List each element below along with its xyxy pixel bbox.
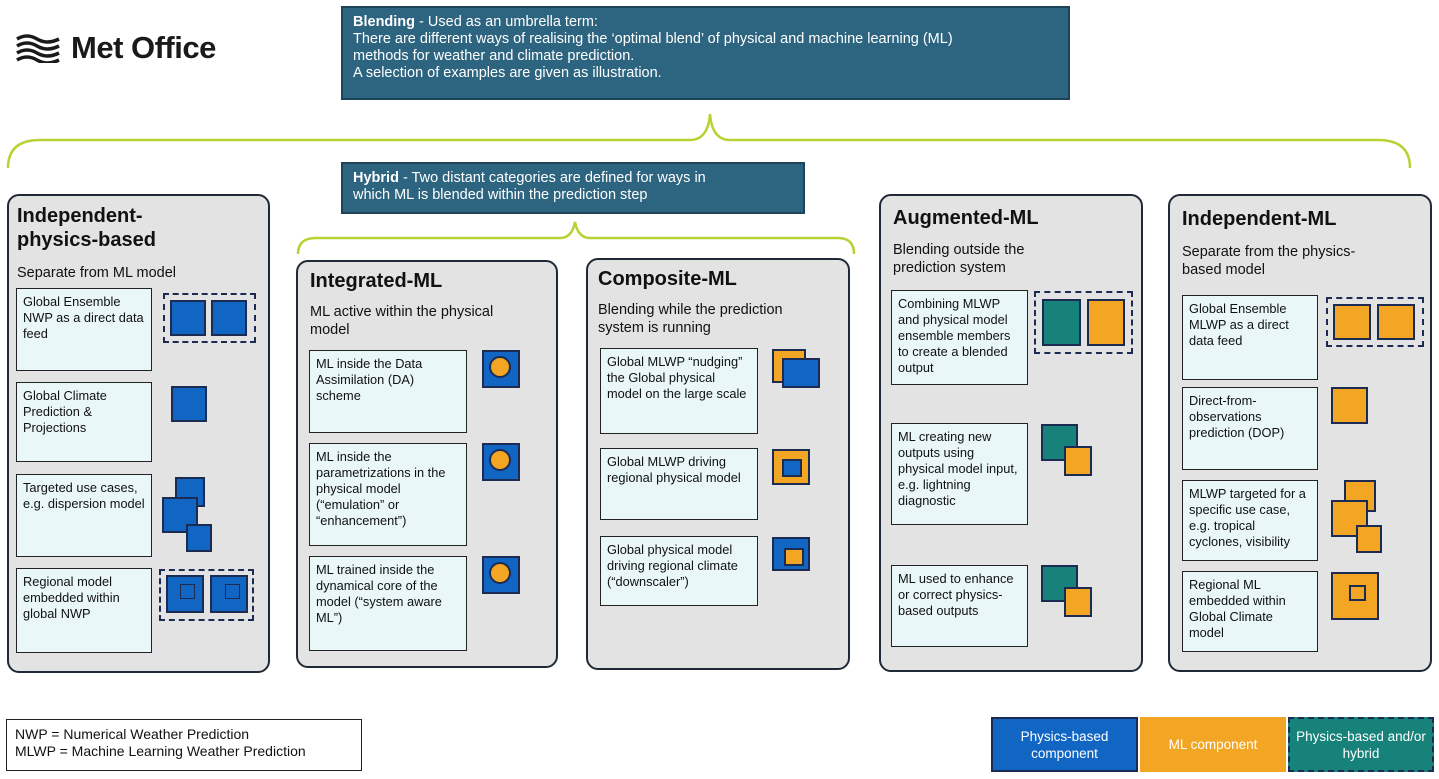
panel-augmented-title: Augmented-ML [893,207,1039,229]
ml-square-icon [1064,446,1092,476]
panel-composite-title: Composite-ML [598,268,737,290]
ensemble-group-icon [1326,297,1424,347]
inner-square-icon [1349,585,1366,601]
hybrid-term: Hybrid [353,170,399,186]
panel-integrated-title: Integrated-ML [310,270,443,292]
card-ml-new-outputs: ML creating new outputs using physical m… [891,423,1028,525]
abbr-nwp: NWP = Numerical Weather Prediction [15,726,250,742]
card-regional-ml: Regional ML embedded within Global Clima… [1182,571,1318,652]
panel-composite-subtitle: Blending while the prediction system is … [598,301,783,337]
physics-square-icon [186,524,212,552]
physics-square-icon [211,300,247,336]
ml-square-icon [1331,500,1368,537]
title-line2: physics-based [17,229,156,251]
ml-square-icon [1087,299,1125,346]
physics-square-icon [210,575,248,613]
hybrid-banner: Hybrid - Two distant categories are defi… [341,162,805,214]
legend-physics-label: Physics-based component [1020,728,1109,761]
inner-square-icon [225,584,240,599]
panel-independent-physics-subtitle: Separate from ML model [17,265,177,281]
physics-square-icon [170,300,206,336]
card-combining-mlwp: Combining MLWP and physical model ensemb… [891,290,1028,385]
regional-group-icon [159,569,254,621]
blending-line2: There are different ways of realising th… [353,31,953,47]
physics-square-icon [166,575,204,613]
hybrid-line2: which ML is blended within the predictio… [353,187,648,203]
ml-square-icon [1331,387,1368,424]
card-global-ensemble-nwp: Global Ensemble NWP as a direct data fee… [16,288,152,371]
legend-hybrid-label: Physics-based and/or hybrid [1296,728,1426,761]
panel-augmented-subtitle: Blending outside the prediction system [893,241,1024,277]
ml-square-icon [1331,572,1379,620]
inner-square-icon [180,584,195,599]
legend-physics: Physics-based component [991,717,1138,772]
card-mlwp-targeted: MLWP targeted for a specific use case, e… [1182,480,1318,561]
subtitle-line1: Separate from the physics- [1182,244,1356,260]
card-ml-inside-da: ML inside the Data Assimilation (DA) sch… [309,350,467,433]
subtitle-line1: ML active within the physical [310,304,494,320]
card-ml-parametrizations: ML inside the parametrizations in the ph… [309,443,467,546]
logo-text: Met Office [71,30,216,65]
title-line1: Independent- [17,205,143,227]
hybrid-line1: - Two distant categories are defined for… [398,170,706,186]
card-global-ensemble-mlwp: Global Ensemble MLWP as a direct data fe… [1182,295,1318,380]
subtitle-line1: Blending while the prediction [598,302,783,318]
physics-square-icon [171,386,207,422]
legend-ml: ML component [1140,717,1286,772]
ml-square-icon [1356,525,1382,553]
blending-line1: - Used as an umbrella term: [415,14,598,30]
panel-independent-physics-title: Independent- physics-based [17,204,156,252]
abbreviations-key: NWP = Numerical Weather Prediction MLWP … [6,719,362,771]
subtitle-line2: model [310,322,350,338]
ml-square-icon [1333,304,1371,340]
card-physical-driving-climate: Global physical model driving regional c… [600,536,758,606]
blending-line4: A selection of examples are given as ill… [353,65,662,81]
card-regional-model: Regional model embedded within global NW… [16,568,152,653]
card-ml-enhance: ML used to enhance or correct physics-ba… [891,565,1028,647]
hybrid-brace [296,221,856,255]
met-office-logo: Met Office [15,30,216,66]
ml-circle-icon [489,449,511,471]
physics-square-icon [782,358,820,388]
panel-integrated-subtitle: ML active within the physical model [310,303,493,339]
subtitle-line1: Blending outside the [893,242,1025,258]
card-targeted-use: Targeted use cases, e.g. dispersion mode… [16,474,152,557]
ensemble-group-icon [1034,291,1133,354]
card-direct-from-observations: Direct-from-observations prediction (DOP… [1182,387,1318,470]
blending-brace [6,113,1412,169]
subtitle-line2: prediction system [893,260,1006,276]
card-global-climate: Global Climate Prediction & Projections [16,382,152,462]
blending-banner: Blending - Used as an umbrella term: The… [341,6,1070,100]
ensemble-group-icon [163,293,256,343]
ml-square-icon [784,548,804,566]
card-ml-dynamical-core: ML trained inside the dynamical core of … [309,556,467,651]
blending-line3: methods for weather and climate predicti… [353,48,635,64]
blending-term: Blending [353,14,416,30]
ml-square-icon [1377,304,1415,340]
hybrid-square-icon [1042,299,1081,346]
physics-square-icon [782,459,802,477]
panel-independent-ml-title: Independent-ML [1182,208,1337,230]
ml-circle-icon [489,356,511,378]
subtitle-line2: based model [1182,262,1266,278]
met-office-wave-icon [16,34,60,63]
card-mlwp-nudging: Global MLWP “nudging” the Global physica… [600,348,758,434]
legend-hybrid: Physics-based and/or hybrid [1288,717,1434,772]
card-mlwp-driving-regional: Global MLWP driving regional physical mo… [600,448,758,520]
ml-circle-icon [489,562,511,584]
ml-square-icon [1064,587,1092,617]
panel-independent-ml-subtitle: Separate from the physics- based model [1182,243,1355,279]
subtitle-line2: system is running [598,320,711,336]
abbr-mlwp: MLWP = Machine Learning Weather Predicti… [15,743,306,759]
legend-ml-label: ML component [1168,737,1258,752]
